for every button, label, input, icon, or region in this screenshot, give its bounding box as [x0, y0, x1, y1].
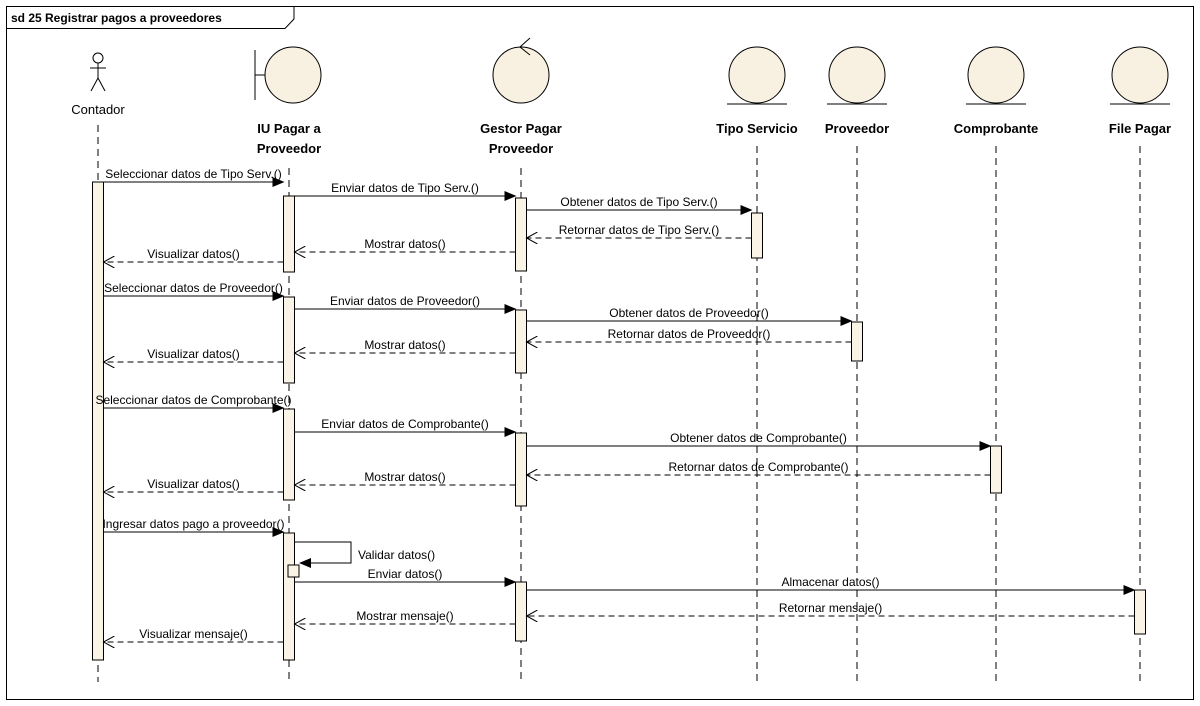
- stick-figure-actor-icon: [90, 52, 106, 92]
- message-23: Retornar mensaje(): [527, 601, 1135, 616]
- message-arrow: [294, 541, 352, 568]
- participant-comp: Comprobante: [954, 46, 1039, 136]
- message-1: Seleccionar datos de Tipo Serv.(): [103, 167, 285, 187]
- message-label: Mostrar datos(): [364, 237, 445, 251]
- message-15: Obtener datos de Comprobante(): [526, 431, 992, 451]
- message-label: Enviar datos de Proveedor(): [330, 294, 480, 308]
- message-label: Visualizar mensaje(): [139, 627, 248, 641]
- activation-bar-iu: [283, 532, 295, 661]
- frame-title-tab: [6, 6, 295, 29]
- message-label: Seleccionar datos de Tipo Serv.(): [105, 167, 282, 181]
- activation-bar-comp: [990, 445, 1002, 494]
- entity-icon: [827, 46, 887, 105]
- messages: Seleccionar datos de Tipo Serv.() Enviar …: [95, 167, 1136, 642]
- activation-bar-tipo: [751, 212, 763, 259]
- message-label: Enviar datos de Comprobante(): [321, 417, 488, 431]
- message-label: Ingresar datos pago a proveedor(): [102, 517, 284, 531]
- activation-bar-iu: [283, 408, 295, 501]
- message-label: Obtener datos de Proveedor(): [609, 306, 768, 320]
- participant-tipo: Tipo Servicio: [716, 46, 798, 136]
- message-3: Obtener datos de Tipo Serv.(): [526, 195, 753, 215]
- participant-label-file: File Pagar: [1109, 121, 1171, 136]
- message-label: Retornar datos de Proveedor(): [608, 327, 771, 341]
- participant-label-comp: Comprobante: [954, 121, 1039, 136]
- message-21: Enviar datos(): [294, 567, 517, 587]
- participant-label-contador: Contador: [71, 102, 125, 117]
- activation-bar-contador: [92, 181, 104, 661]
- participant-file: File Pagar: [1109, 46, 1171, 136]
- message-25: Visualizar mensaje(): [104, 627, 284, 642]
- message-label: Retornar datos de Comprobante(): [668, 460, 848, 474]
- frame-title: sd 25 Registrar pagos a proveedores: [11, 11, 222, 25]
- message-17: Mostrar datos(): [295, 470, 516, 485]
- message-16: Retornar datos de Comprobante(): [527, 460, 991, 475]
- message-14: Enviar datos de Comprobante(): [294, 417, 517, 437]
- message-19: Ingresar datos pago a proveedor(): [102, 517, 285, 537]
- message-20: Validar datos(): [294, 541, 435, 568]
- message-2: Enviar datos de Tipo Serv.(): [294, 181, 517, 201]
- activation-bar-iu: [283, 195, 295, 273]
- participant-label-iu: Proveedor: [257, 141, 321, 156]
- message-9: Obtener datos de Proveedor(): [526, 306, 853, 326]
- boundary-icon: [254, 46, 322, 104]
- message-6: Visualizar datos(): [104, 247, 284, 262]
- message-8: Enviar datos de Proveedor(): [294, 294, 517, 314]
- entity-icon: [966, 46, 1026, 105]
- message-18: Visualizar datos(): [104, 477, 284, 492]
- message-12: Visualizar datos(): [104, 347, 284, 362]
- participant-label-gestor: Gestor Pagar: [480, 121, 562, 136]
- message-5: Mostrar datos(): [295, 237, 516, 252]
- message-label: Enviar datos de Tipo Serv.(): [331, 181, 479, 195]
- message-label: Mostrar mensaje(): [356, 609, 453, 623]
- message-label: Visualizar datos(): [147, 477, 239, 491]
- message-label: Retornar mensaje(): [779, 601, 882, 615]
- participant-prov: Proveedor: [825, 46, 889, 136]
- message-10: Retornar datos de Proveedor(): [527, 327, 852, 342]
- message-label: Visualizar datos(): [147, 247, 239, 261]
- message-7: Seleccionar datos de Proveedor(): [103, 281, 285, 301]
- message-label: Seleccionar datos de Proveedor(): [104, 281, 283, 295]
- participant-label-prov: Proveedor: [825, 121, 889, 136]
- activation-bar-file: [1134, 589, 1146, 635]
- participant-contador: Contador: [71, 52, 125, 117]
- activation-bar-gestor: [515, 197, 527, 272]
- activation-bar-gestor: [515, 432, 527, 507]
- message-label: Seleccionar datos de Comprobante(): [95, 393, 291, 407]
- frame-border: [6, 6, 1194, 700]
- message-label: Mostrar datos(): [364, 470, 445, 484]
- participant-label-tipo: Tipo Servicio: [716, 121, 797, 136]
- message-11: Mostrar datos(): [295, 338, 516, 353]
- message-label: Obtener datos de Tipo Serv.(): [560, 195, 717, 209]
- participant-label-gestor: Proveedor: [489, 141, 553, 156]
- activations: [92, 181, 1146, 661]
- message-24: Mostrar mensaje(): [295, 609, 516, 624]
- message-label: Mostrar datos(): [364, 338, 445, 352]
- participant-label-iu: IU Pagar a: [257, 121, 321, 136]
- activation-bar-prov: [851, 321, 863, 362]
- message-label: Visualizar datos(): [147, 347, 239, 361]
- message-13: Seleccionar datos de Comprobante(): [95, 393, 292, 413]
- message-label: Almacenar datos(): [781, 575, 879, 589]
- message-label: Obtener datos de Comprobante(): [670, 431, 847, 445]
- message-22: Almacenar datos(): [526, 575, 1136, 595]
- message-4: Retornar datos de Tipo Serv.(): [527, 223, 752, 238]
- entity-icon: [727, 46, 787, 105]
- activation-bar-iu: [283, 296, 295, 384]
- activation-bar-gestor: [515, 309, 527, 374]
- message-label: Validar datos(): [358, 548, 435, 562]
- message-label: Retornar datos de Tipo Serv.(): [559, 223, 720, 237]
- participant-iu: IU Pagar a Proveedor: [254, 46, 322, 156]
- activation-bar-iu-nested: [287, 564, 300, 578]
- control-icon: [492, 37, 550, 104]
- entity-icon: [1110, 46, 1170, 105]
- activation-bar-gestor: [515, 581, 527, 642]
- message-label: Enviar datos(): [368, 567, 443, 581]
